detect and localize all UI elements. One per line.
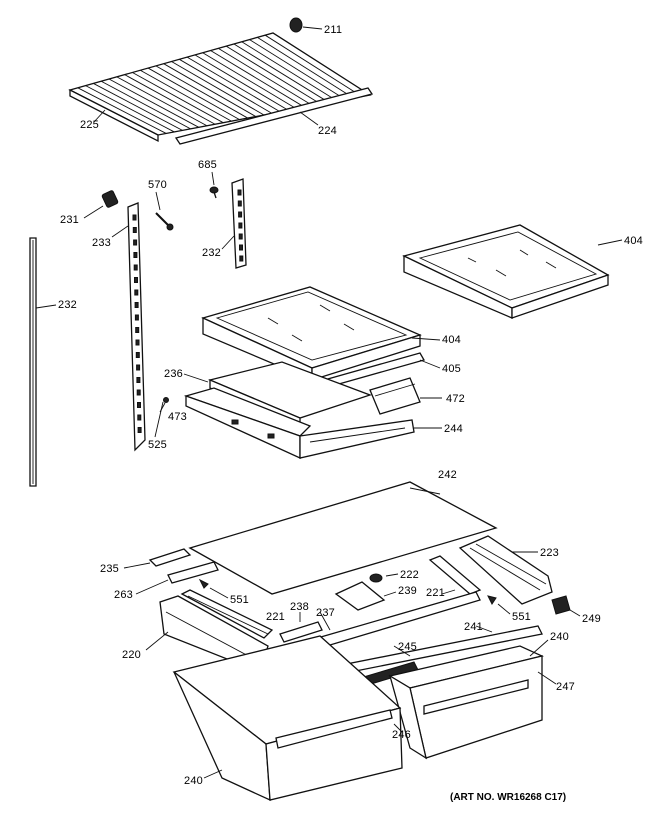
label-237: 237 <box>316 607 335 619</box>
label-263: 263 <box>114 589 133 601</box>
label-220: 220 <box>122 649 141 661</box>
label-211: 211 <box>324 24 342 36</box>
part-685-screw <box>209 171 219 199</box>
part-247-drawer-front <box>537 671 557 685</box>
part-244-drawer-frame <box>183 387 442 460</box>
label-232-small: 232 <box>202 247 221 259</box>
part-570-screw <box>155 191 174 231</box>
part-224-shelf-trim <box>174 87 374 145</box>
part-240-right-drawer <box>388 639 549 760</box>
label-232-left: 232 <box>58 299 77 311</box>
part-240-left-drawer <box>172 635 403 802</box>
label-551-left: 551 <box>230 594 249 606</box>
part-249-hinge <box>551 595 581 617</box>
part-233-ladder-rail <box>111 202 146 452</box>
label-245: 245 <box>398 641 417 653</box>
part-211-clip <box>289 17 323 33</box>
label-236: 236 <box>164 368 183 380</box>
label-570: 570 <box>148 179 167 191</box>
label-473: 473 <box>168 411 187 423</box>
label-221-left: 221 <box>266 611 285 623</box>
label-240-right: 240 <box>550 631 569 643</box>
label-221-right: 221 <box>426 587 445 599</box>
part-221-left-support <box>180 589 274 639</box>
part-472-slide-rail <box>369 377 442 415</box>
label-241: 241 <box>464 621 483 633</box>
part-263-strip <box>135 561 219 595</box>
label-224: 224 <box>318 125 337 137</box>
label-240-left: 240 <box>184 775 203 787</box>
label-525: 525 <box>148 439 167 451</box>
part-242-crisper-cover <box>188 481 498 595</box>
label-404-middle: 404 <box>442 334 461 346</box>
part-223-slide-rail <box>458 535 553 605</box>
part-232-left-rail <box>29 237 57 487</box>
part-232-small-rail <box>221 178 247 269</box>
label-225: 225 <box>80 119 99 131</box>
part-551-screw-left <box>198 578 229 599</box>
part-238-cap <box>279 612 323 643</box>
part-231-cap <box>83 190 119 219</box>
label-249: 249 <box>582 613 601 625</box>
label-235: 235 <box>100 563 119 575</box>
label-238: 238 <box>290 601 309 613</box>
label-247: 247 <box>556 681 575 693</box>
part-246-drawer-handle <box>393 723 403 733</box>
art-number: (ART NO. WR16268 C17) <box>450 792 566 803</box>
label-404-upper: 404 <box>624 235 643 247</box>
part-221-right-support <box>428 555 482 595</box>
label-222: 222 <box>400 569 419 581</box>
label-223: 223 <box>540 547 559 559</box>
label-405: 405 <box>442 363 461 375</box>
part-525-screw <box>154 401 164 438</box>
part-245-rail <box>393 645 411 657</box>
label-242: 242 <box>438 469 457 481</box>
part-222-clip <box>369 573 399 583</box>
label-551-right: 551 <box>512 611 531 623</box>
label-244: 244 <box>444 423 463 435</box>
label-472: 472 <box>446 393 465 405</box>
part-551-screw-right <box>487 595 511 615</box>
part-225-wire-shelf <box>68 32 372 143</box>
part-235-cover-support <box>123 548 192 569</box>
part-404-upper-glass-shelf <box>402 224 623 319</box>
label-685: 685 <box>198 159 217 171</box>
callout-labels: 211 225 224 685 570 231 233 232 232 404 … <box>58 24 643 803</box>
part-239-bracket <box>334 581 397 611</box>
label-231: 231 <box>60 214 79 226</box>
label-233: 233 <box>92 237 111 249</box>
label-239: 239 <box>398 585 417 597</box>
label-246: 246 <box>392 729 411 741</box>
